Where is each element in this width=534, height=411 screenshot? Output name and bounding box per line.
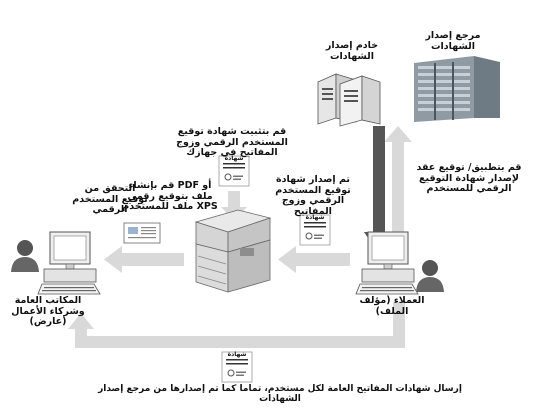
certificate-icon-issued [299,214,331,246]
printer-icon [194,209,272,293]
apply-arrow [384,126,412,242]
certificate-icon-install [218,155,250,187]
public-key-arrow [68,302,405,348]
server-label: خادم إصدار الشهادات [325,40,379,62]
ca-label: مرجع إصدار الشهادات [425,30,481,52]
public-computer-icon [37,231,101,295]
apply-label: قم بتطبيق/ توقيع عقد لإصدار شهادة التوقي… [416,162,522,195]
verify-label: التحقق من توقيع المستخدم الرقمي [72,183,148,216]
certificate-caption-public: شهادة [227,351,247,358]
building-icon [414,56,500,122]
certificate-caption-issued: شهادة [305,214,325,221]
client-label: العملاء (مؤلف الملف) [359,295,425,317]
client-to-device-arrow [278,246,350,273]
device-to-public-arrow [104,246,184,273]
issued-label: تم إصدار شهادة توقيع المستخدم الرقمي وزو… [275,174,351,217]
server-icon [317,73,381,127]
certificate-caption-install: شهادة [224,155,244,162]
public-label: المكاتب العامة وشركاء الأعمال (عارض) [11,295,85,328]
certificate-icon-public [221,351,253,383]
create-pdf-label: أو PDF قم بإنشاء ملف بتوقيع رقمي XPS ملف… [122,180,218,213]
document-icon [123,222,161,244]
client-user-icon [416,260,444,292]
install-label: قم بتثبيت شهادة توقيع المستخدم الرقمي وز… [176,126,288,159]
public-user-icon [11,240,39,272]
footer-label: إرسال شهادات المفاتيح العامة لكل مستخدم،… [98,384,462,405]
client-computer-icon [355,231,419,295]
